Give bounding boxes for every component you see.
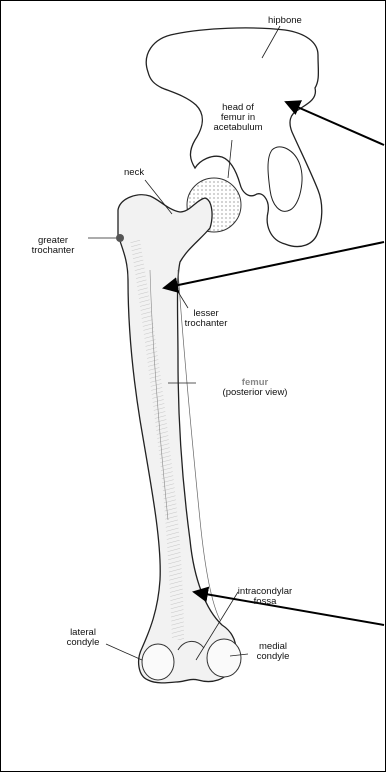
label-lesser-trochanter: lesser trochanter [176,309,236,329]
label-femur: femur (posterior view) [200,378,310,398]
label-greater-trochanter: greater trochanter [20,236,86,256]
label-neck: neck [124,168,144,178]
arrow-hipbone [286,102,384,145]
label-lateral-condyle: lateral condyle [60,628,106,648]
label-head-of-femur: head of femur in acetabulum [208,103,268,133]
label-medial-condyle: medial condyle [250,642,296,662]
lateral-condyle-shape [142,644,174,680]
label-hipbone: hipbone [268,16,302,26]
label-intracondylar-fossa: intracondylar fossa [230,587,300,607]
arrow-lesser-trochanter [164,242,384,288]
medial-condyle-shape [207,639,241,677]
